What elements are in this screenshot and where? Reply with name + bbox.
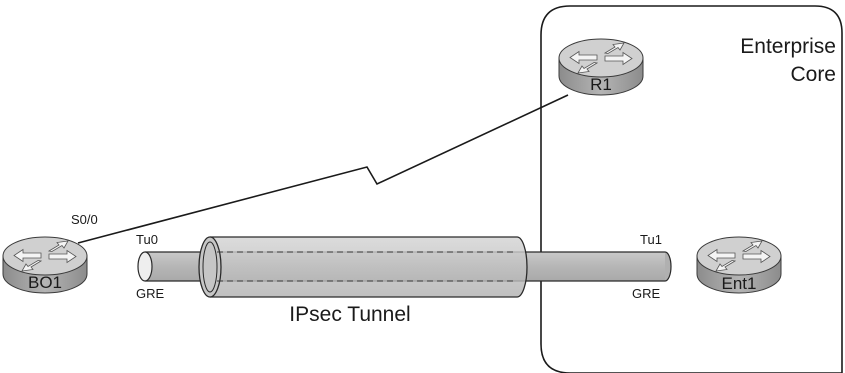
serial-link-icon	[77, 94, 569, 244]
gre-left-label: GRE	[136, 286, 165, 301]
bo1-serial-interface-label: S0/0	[71, 212, 98, 227]
router-bo1-label: BO1	[28, 273, 62, 292]
enterprise-label-line1: Enterprise	[740, 35, 836, 58]
gre-right-label: GRE	[632, 286, 661, 301]
ipsec-tunnel-label: IPsec Tunnel	[289, 303, 410, 326]
tu1-label: Tu1	[640, 232, 662, 247]
tu0-label: Tu0	[136, 232, 158, 247]
router-ent1-label: Ent1	[722, 274, 757, 293]
enterprise-label-line2: Core	[790, 63, 836, 86]
router-r1-label: R1	[590, 75, 612, 94]
ipsec-tunnel	[198, 236, 528, 298]
enterprise-core-boundary	[540, 5, 843, 373]
